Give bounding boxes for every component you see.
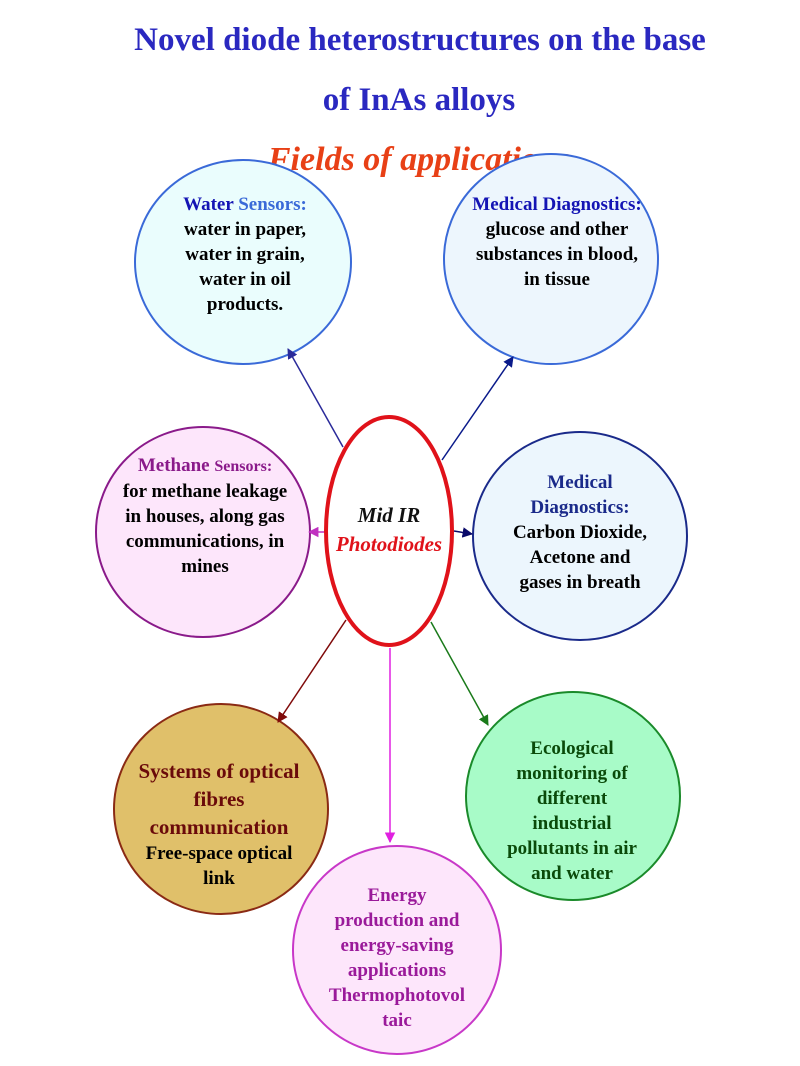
arrow-to-medical-blood	[441, 356, 514, 461]
medical-blood-circle	[443, 153, 659, 365]
methane-line-2: in houses, along gas	[125, 506, 285, 527]
energy-node: Energy production and energy-saving appl…	[297, 883, 497, 1035]
methane-heading-word: Methane	[137, 455, 210, 476]
energy-line-5: Thermophotovol	[328, 985, 466, 1006]
energy-line-2: production and	[334, 910, 460, 931]
medical-blood-line-1: glucose and other	[485, 219, 629, 240]
optical-line-2: link	[203, 868, 235, 889]
ecological-line-5: pollutants in air	[507, 838, 637, 859]
water-line-1: water in paper,	[184, 219, 306, 240]
water-line-4: products.	[206, 294, 284, 315]
medical-breath-line-2: Acetone and	[529, 547, 631, 568]
medical-breath-line-3: gases in breath	[519, 572, 641, 593]
water-sensors-heading: Water Sensors:	[183, 192, 307, 217]
medical-breath-heading-1: Medical	[547, 472, 613, 493]
methane-heading: Methane Sensors:	[138, 453, 272, 479]
methane-line-3: communications, in	[125, 531, 285, 552]
energy-line-4: applications	[347, 960, 447, 981]
optical-heading-3: communication	[149, 815, 289, 839]
water-sensors-node: Water Sensors: water in paper, water in …	[150, 192, 340, 322]
medical-blood-line-2: substances in blood,	[475, 244, 639, 265]
optical-heading-2: fibres	[193, 787, 245, 811]
medical-blood-line-3: in tissue	[524, 269, 590, 290]
ecological-node: Ecological monitoring of different indus…	[472, 736, 672, 888]
title-line-1: Novel diode heterostructures on the base	[134, 22, 706, 58]
ecological-line-1: Ecological	[530, 738, 614, 759]
medical-blood-heading: Medical Diagnostics:	[472, 194, 642, 215]
energy-line-3: energy-saving	[340, 935, 454, 956]
center-label-line-1: Mid IR	[357, 503, 421, 527]
optical-systems-node: Systems of optical fibres communication …	[114, 757, 324, 897]
ecological-line-4: industrial	[532, 813, 612, 834]
ecological-line-6: and water	[531, 863, 613, 884]
medical-breath-line-1: Carbon Dioxide,	[512, 522, 648, 543]
center-label-line-2: Photodiodes	[335, 532, 443, 556]
methane-line-1: for methane leakage	[122, 481, 288, 502]
arrow-to-ecological	[430, 621, 489, 726]
methane-sensors-heading-word: Sensors:	[214, 458, 273, 475]
title-line-2: of InAs alloys	[322, 82, 516, 118]
ecological-circle	[465, 691, 681, 901]
methane-sensors-node: Methane Sensors: for methane leakage in …	[100, 453, 310, 583]
center-label: Mid IR Photodiodes	[318, 480, 460, 580]
optical-heading-1: Systems of optical	[138, 759, 300, 783]
water-line-2: water in grain,	[185, 244, 305, 265]
ecological-line-2: monitoring of	[516, 763, 628, 784]
medical-breath-heading-2: Diagnostics:	[530, 497, 630, 518]
optical-systems-circle	[113, 703, 329, 915]
water-sensors-circle	[134, 159, 352, 365]
water-heading-word: Water	[183, 194, 234, 215]
energy-line-1: Energy	[367, 885, 427, 906]
arrow-to-optical	[277, 619, 347, 723]
energy-line-6: taic	[382, 1010, 412, 1031]
arrow-to-water	[287, 348, 344, 448]
medical-blood-node: Medical Diagnostics: glucose and other s…	[452, 192, 662, 302]
medical-breath-node: Medical Diagnostics: Carbon Dioxide, Ace…	[480, 470, 680, 600]
center-ellipse	[324, 415, 454, 647]
methane-line-4: mines	[181, 556, 229, 577]
ecological-line-3: different	[536, 788, 608, 809]
energy-circle	[292, 845, 502, 1055]
optical-line-1: Free-space optical	[145, 843, 293, 864]
water-line-3: water in oil	[199, 269, 291, 290]
arrow-to-medical-breath	[453, 527, 474, 538]
water-sensors-heading-word: Sensors:	[238, 194, 307, 215]
